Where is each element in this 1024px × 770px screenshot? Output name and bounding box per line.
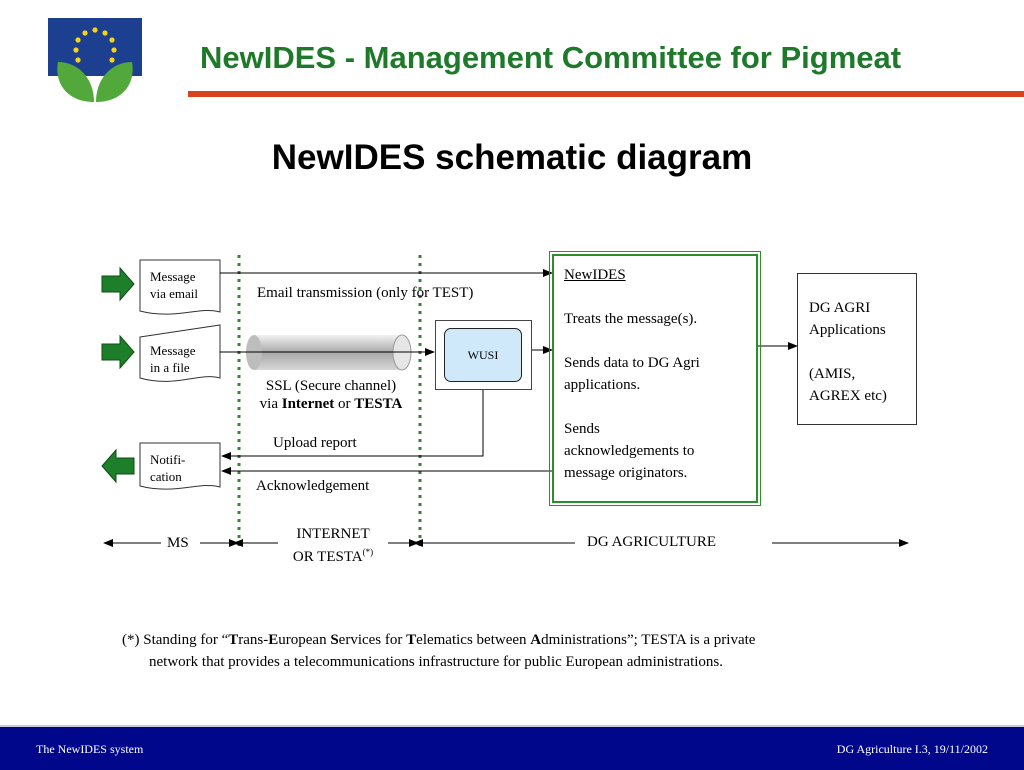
footnote: (*) Standing for “Trans-European Service… <box>122 629 755 673</box>
doc-message-email-shape <box>139 259 221 315</box>
dg-agri-line2: Applications <box>809 322 886 338</box>
ssl-or: or <box>338 396 351 412</box>
notification-line1: Notifi- <box>150 452 186 467</box>
dg-agri-line3: (AMIS, <box>809 366 856 382</box>
footnote-line2: network that provides a telecommunicatio… <box>149 654 723 670</box>
footer-bar: The NewIDES system DG Agriculture I.3, 1… <box>0 725 1024 770</box>
header-divider <box>188 91 1024 97</box>
doc-message-file-shape <box>139 324 221 382</box>
zone-internet-line1: INTERNET <box>296 526 370 542</box>
slide-title: NewIDES schematic diagram <box>271 138 753 177</box>
footnote-part6: dministrations”; TESTA is a private <box>541 632 756 648</box>
footnote-bold-s: S <box>330 632 339 648</box>
newides-line1: Treats the message(s). <box>564 311 698 327</box>
eu-agriculture-logo <box>48 18 142 104</box>
newides-line2b: applications. <box>564 377 641 393</box>
newides-box-text: NewIDES Treats the message(s). Sends dat… <box>564 264 700 484</box>
ssl-via: via <box>259 396 278 412</box>
message-email-label: Message via email <box>150 268 198 302</box>
ssl-line1: SSL (Secure channel) <box>265 378 397 394</box>
newides-box <box>549 251 761 506</box>
dg-agri-line1: DG AGRI <box>809 300 871 316</box>
footnote-bold-e: E <box>268 632 279 648</box>
message-file-line1: Message <box>150 343 196 358</box>
zone-ms-label: MS <box>167 535 189 551</box>
notification-line2: cation <box>150 469 182 484</box>
header-title: NewIDES - Management Committee for Pigme… <box>200 40 902 75</box>
dg-agri-line4: AGREX etc) <box>809 388 887 404</box>
ssl-internet: Internet <box>281 396 335 412</box>
dg-agri-text: DG AGRI Applications (AMIS, AGREX etc) <box>809 297 887 407</box>
zone-internet-line2-text: OR TESTA <box>292 549 363 565</box>
doc-notification-shape <box>139 442 221 490</box>
zone-dg-agriculture-label: DG AGRICULTURE <box>587 534 717 550</box>
footer-right-text: DG Agriculture I.3, 19/11/2002 <box>836 742 988 756</box>
footnote-part2: rans- <box>238 632 269 648</box>
input-arrow-file-icon <box>101 334 135 370</box>
ssl-label: SSL (Secure channel) via Internet or TES… <box>244 377 418 413</box>
message-email-line2: via email <box>150 286 199 301</box>
footnote-part5: elematics between <box>416 632 531 648</box>
notification-label: Notifi- cation <box>150 451 185 485</box>
footer-left-text: The NewIDES system <box>36 742 144 756</box>
wusi-label: WUSI <box>467 347 499 362</box>
footnote-part3: uropean <box>278 632 331 648</box>
zone-internet-label: INTERNET OR TESTA(*) <box>274 525 392 566</box>
zone-internet-sup: (*) <box>362 547 374 557</box>
message-file-line2: in a file <box>150 360 190 375</box>
input-arrow-email-icon <box>101 266 135 302</box>
upload-report-label: Upload report <box>273 435 357 451</box>
footnote-part1: (*) Standing for “ <box>122 632 229 648</box>
footnote-part4: ervices for <box>338 632 407 648</box>
newides-line3b: acknowledgements to <box>564 443 695 459</box>
ssl-line2: via Internet or TESTA <box>244 395 418 413</box>
newides-box-title: NewIDES <box>564 267 626 283</box>
footnote-bold-a: A <box>530 632 542 648</box>
newides-line3a: Sends <box>564 421 600 437</box>
output-arrow-notification-icon <box>101 448 135 484</box>
message-file-label: Message in a file <box>150 342 196 376</box>
newides-line2a: Sends data to DG Agri <box>564 355 700 371</box>
footnote-bold-t2: T <box>406 632 417 648</box>
zone-internet-line2: OR TESTA(*) <box>274 543 392 566</box>
acknowledgement-label: Acknowledgement <box>256 478 370 494</box>
footnote-bold-t: T <box>228 632 239 648</box>
ssl-testa: TESTA <box>354 396 403 412</box>
email-transmission-label: Email transmission (only for TEST) <box>257 285 474 301</box>
dg-agri-box <box>797 273 917 425</box>
footnote-line1: (*) Standing for “Trans-European Service… <box>122 629 755 651</box>
logo-icon <box>48 18 142 104</box>
wusi-box: WUSI <box>444 328 522 382</box>
newides-line3c: message originators. <box>564 465 688 481</box>
upload-report-arrow <box>221 388 484 460</box>
message-email-line1: Message <box>150 269 196 284</box>
